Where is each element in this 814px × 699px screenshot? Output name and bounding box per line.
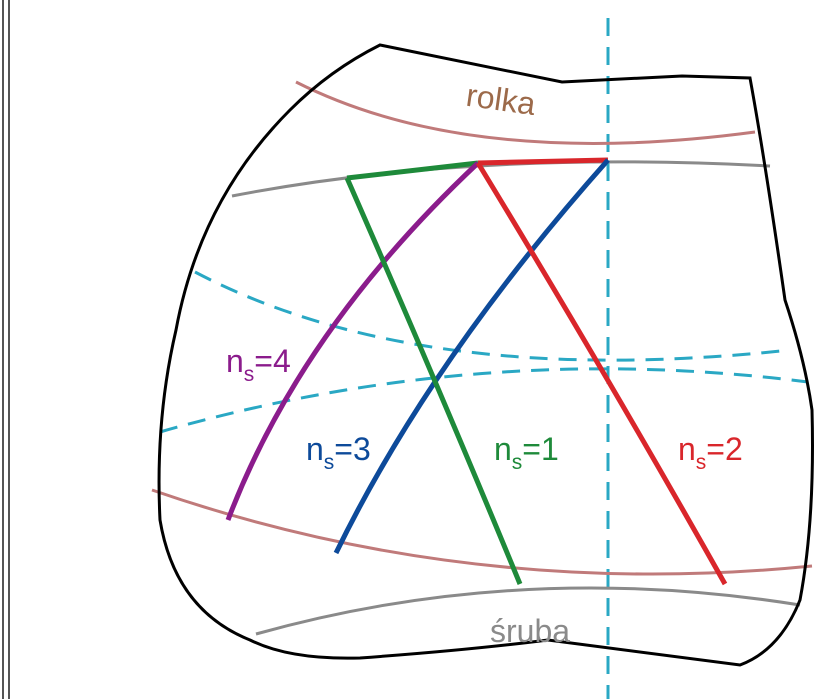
ns4-label-base: n xyxy=(226,343,244,379)
rolka-label: rolka xyxy=(464,77,538,122)
ns1-label: ns=1 xyxy=(494,431,559,474)
ns4-line xyxy=(225,161,480,521)
ns1-label-base: n xyxy=(494,431,512,467)
ns3-label-sub: s xyxy=(324,451,335,474)
ns2-label-value: =2 xyxy=(706,431,742,467)
upper-gray-curve xyxy=(231,160,771,198)
rolka-curve xyxy=(295,80,756,145)
ns4-label: ns=4 xyxy=(226,343,291,386)
ns2-label-sub: s xyxy=(696,451,707,474)
outline-boundary xyxy=(157,43,814,667)
ns2-label: ns=2 xyxy=(678,431,743,474)
ns4-label-value: =4 xyxy=(254,343,290,379)
ns3-label-value: =3 xyxy=(334,431,370,467)
sruba-label: śruba xyxy=(490,613,570,649)
pitch-curve-lower xyxy=(159,367,809,434)
ns1-top-segment xyxy=(346,160,479,181)
ns1-line xyxy=(344,176,523,585)
ns1-label-value: =1 xyxy=(522,431,558,467)
sruba-curve xyxy=(255,586,801,636)
ns2-line xyxy=(475,161,728,586)
ns4-label-sub: s xyxy=(244,363,255,386)
ns1-label-sub: s xyxy=(512,451,523,474)
ns3-label: ns=3 xyxy=(306,431,371,474)
ns2-top-segment xyxy=(477,157,609,166)
ns3-label-base: n xyxy=(306,431,324,467)
ns3-line xyxy=(333,158,610,555)
ns2-label-base: n xyxy=(678,431,696,467)
